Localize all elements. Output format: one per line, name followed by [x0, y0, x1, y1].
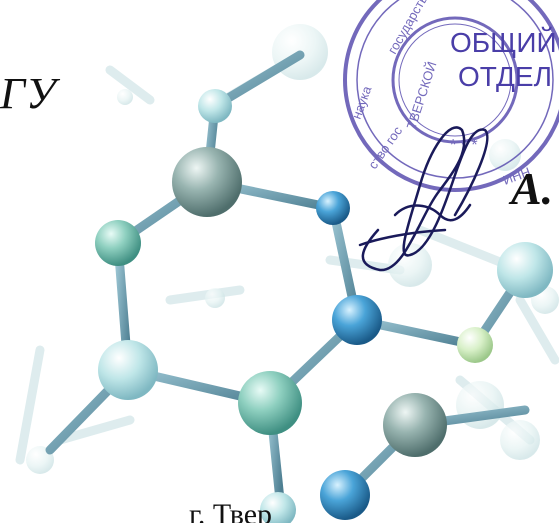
svg-text:наука: наука [349, 83, 375, 121]
stamp-center-text: ОБЩИЙ ОТДЕЛ [450, 27, 557, 92]
stamp-line-1: ОБЩИЙ [450, 27, 557, 58]
signatory-initial: А. [511, 163, 554, 214]
main-bonds [45, 50, 530, 505]
city-line: г. Твер [189, 498, 273, 523]
svg-text:государственно: государственно [385, 0, 445, 57]
svg-text:ТВЕРСКОЙ: ТВЕРСКОЙ [404, 60, 440, 131]
main-atoms [95, 89, 553, 523]
signature [358, 126, 489, 272]
heading-fragment: ГУ [0, 69, 57, 118]
stamp-line-2: ОТДЕЛ [458, 61, 552, 92]
